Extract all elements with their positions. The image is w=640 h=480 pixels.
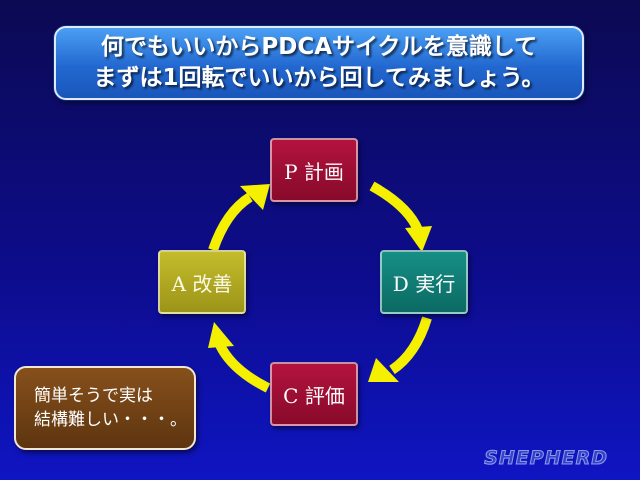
note-line-1: 簡単そうで実は xyxy=(34,386,153,406)
shepherd-logo: SHEPHERD xyxy=(484,447,608,470)
arrow-do-to-check xyxy=(368,316,432,382)
title-line-1: 何でもいいからPDCAサイクルを意識して xyxy=(100,34,538,60)
arrow-act-to-plan xyxy=(208,184,270,252)
arrow-check-to-act xyxy=(208,322,271,393)
do-box: D 実行 xyxy=(380,250,468,314)
title-box: 何でもいいからPDCAサイクルを意識して まずは1回転でいいから回してみましょう… xyxy=(54,26,584,100)
arrow-plan-to-do xyxy=(369,181,432,252)
title-line-2: まずは1回転でいいから回してみましょう。 xyxy=(93,65,545,91)
note-line-2: 結構難しい・・・。 xyxy=(34,410,187,430)
plan-box: P 計画 xyxy=(270,138,358,202)
note-box: 簡単そうで実は 結構難しい・・・。 xyxy=(14,366,196,450)
act-box: A 改善 xyxy=(158,250,246,314)
check-box: C 評価 xyxy=(270,362,358,426)
